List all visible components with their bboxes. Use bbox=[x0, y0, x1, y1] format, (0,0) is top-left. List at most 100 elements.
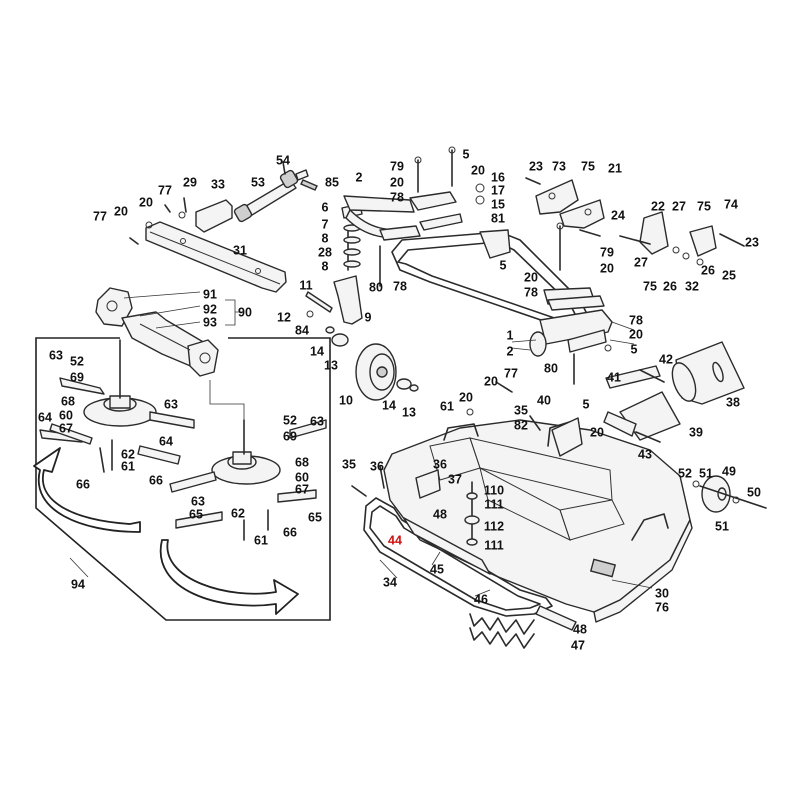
callout-33: 33 bbox=[211, 177, 225, 191]
callout-40: 40 bbox=[537, 393, 551, 407]
callout-79: 79 bbox=[600, 245, 614, 259]
callout-22: 22 bbox=[651, 199, 665, 213]
callout-63: 63 bbox=[164, 397, 178, 411]
callout-64: 64 bbox=[38, 410, 52, 424]
callout-20: 20 bbox=[459, 390, 473, 404]
callout-29: 29 bbox=[183, 175, 197, 189]
callout-53: 53 bbox=[251, 175, 265, 189]
callout-60: 60 bbox=[295, 470, 309, 484]
callout-63: 63 bbox=[191, 494, 205, 508]
callout-52: 52 bbox=[283, 413, 297, 427]
callout-35: 35 bbox=[514, 403, 528, 417]
callout-2: 2 bbox=[507, 344, 514, 358]
bracket-plate bbox=[195, 199, 233, 233]
callout-50: 50 bbox=[747, 485, 761, 499]
callout-44-highlighted: 44 bbox=[388, 533, 402, 547]
callout-84: 84 bbox=[295, 323, 309, 337]
callout-31: 31 bbox=[233, 243, 247, 257]
right-blade-spindle bbox=[169, 419, 327, 541]
callout-51: 51 bbox=[715, 519, 729, 533]
callout-26: 26 bbox=[701, 263, 715, 277]
callout-81: 81 bbox=[491, 211, 505, 225]
callout-73: 73 bbox=[552, 159, 566, 173]
callout-75: 75 bbox=[581, 159, 595, 173]
callout-5: 5 bbox=[463, 147, 470, 161]
callout-24: 24 bbox=[611, 208, 625, 222]
callout-64: 64 bbox=[159, 434, 173, 448]
callout-20: 20 bbox=[524, 270, 538, 284]
callout-6: 6 bbox=[322, 200, 329, 214]
callout-78: 78 bbox=[524, 285, 538, 299]
inset-frame bbox=[35, 337, 331, 621]
roller-bracket bbox=[603, 365, 681, 443]
callout-26: 26 bbox=[663, 279, 677, 293]
callout-94: 94 bbox=[71, 577, 85, 591]
rotation-arrow-left bbox=[33, 447, 141, 533]
callout-65: 65 bbox=[308, 510, 322, 524]
callout-62: 62 bbox=[121, 447, 135, 461]
callout-30: 30 bbox=[655, 586, 669, 600]
callout-20: 20 bbox=[590, 425, 604, 439]
callout-7: 7 bbox=[322, 217, 329, 231]
callout-13: 13 bbox=[402, 405, 416, 419]
callout-43: 43 bbox=[638, 447, 652, 461]
callout-10: 10 bbox=[339, 393, 353, 407]
callout-23: 23 bbox=[529, 159, 543, 173]
front-roller bbox=[671, 341, 745, 405]
callout-42: 42 bbox=[659, 352, 673, 366]
callout-48: 48 bbox=[573, 622, 587, 636]
callout-8: 8 bbox=[322, 259, 329, 273]
callout-69: 69 bbox=[70, 370, 84, 384]
callout-23: 23 bbox=[745, 235, 759, 249]
callout-90: 90 bbox=[238, 305, 252, 319]
callout-52: 52 bbox=[70, 354, 84, 368]
callout-14: 14 bbox=[310, 344, 324, 358]
left-blade-spindle bbox=[39, 339, 195, 473]
callout-11: 11 bbox=[299, 278, 312, 292]
callout-36: 36 bbox=[433, 457, 447, 471]
callout-80: 80 bbox=[369, 280, 383, 294]
callout-79: 79 bbox=[390, 159, 404, 173]
callout-34: 34 bbox=[383, 575, 397, 589]
callout-41: 41 bbox=[607, 370, 621, 384]
callout-111: 111 bbox=[484, 497, 504, 511]
callout-45: 45 bbox=[430, 562, 444, 576]
callout-66: 66 bbox=[149, 473, 163, 487]
spacer-stack bbox=[464, 481, 480, 546]
callout-63: 63 bbox=[310, 414, 324, 428]
callout-110: 110 bbox=[484, 483, 504, 497]
callout-91: 91 bbox=[203, 287, 217, 301]
callout-76: 76 bbox=[655, 600, 669, 614]
callout-77: 77 bbox=[504, 366, 518, 380]
front-frame-rails bbox=[363, 469, 577, 649]
deck-lift-arm bbox=[529, 309, 613, 385]
rotation-arrow-right bbox=[159, 539, 299, 615]
callout-54: 54 bbox=[276, 153, 290, 167]
hinge-brackets-right bbox=[619, 211, 745, 266]
callout-68: 68 bbox=[295, 455, 309, 469]
callout-49: 49 bbox=[722, 464, 736, 478]
callout-67: 67 bbox=[295, 482, 309, 496]
callout-17: 17 bbox=[491, 183, 505, 197]
callout-20: 20 bbox=[139, 195, 153, 209]
callout-75: 75 bbox=[643, 279, 657, 293]
callout-80: 80 bbox=[544, 361, 558, 375]
callout-12: 12 bbox=[277, 310, 291, 324]
callout-112: 112 bbox=[484, 519, 504, 533]
callout-77: 77 bbox=[158, 183, 172, 197]
callout-39: 39 bbox=[689, 425, 703, 439]
callout-16: 16 bbox=[491, 170, 505, 184]
callout-38: 38 bbox=[726, 395, 740, 409]
callout-20: 20 bbox=[471, 163, 485, 177]
callout-20: 20 bbox=[600, 261, 614, 275]
callout-1: 1 bbox=[507, 328, 514, 342]
callout-9: 9 bbox=[365, 310, 372, 324]
callout-15: 15 bbox=[491, 197, 505, 211]
callout-66: 66 bbox=[76, 477, 90, 491]
callout-28: 28 bbox=[318, 245, 332, 259]
tubular-frame bbox=[379, 146, 605, 331]
callout-51: 51 bbox=[699, 466, 713, 480]
caster-wheel bbox=[325, 326, 419, 401]
